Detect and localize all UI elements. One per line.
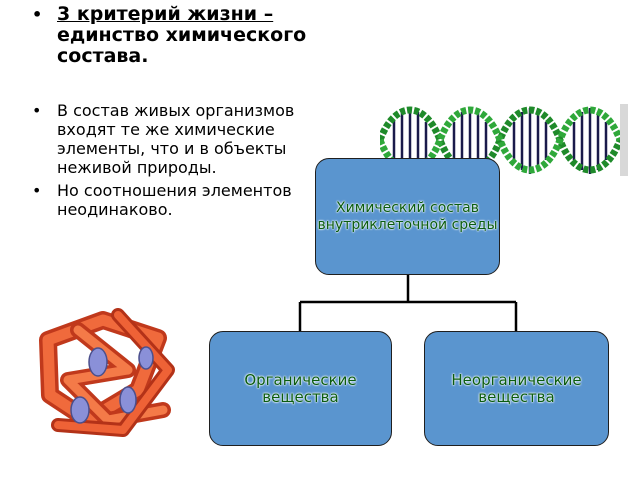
organic-substances-label: Органические вещества bbox=[244, 370, 357, 406]
text-column: • 3 критерий жизни – единство химическог… bbox=[0, 4, 320, 223]
heading-underlined: 3 критерий жизни – bbox=[57, 3, 274, 25]
inorganic-substances-box: Неорганические вещества bbox=[424, 331, 609, 446]
bullet-item: • В состав живых организмов входят те же… bbox=[0, 101, 320, 177]
protein-structure-image bbox=[39, 308, 175, 437]
inorganic-substances-label: Неорганические вещества bbox=[451, 370, 582, 406]
criterion-heading: • 3 критерий жизни – единство химическог… bbox=[0, 4, 320, 67]
organic-substances-box: Органические вещества bbox=[209, 331, 392, 446]
protein-ribbons bbox=[39, 308, 175, 437]
bullet-marker: • bbox=[32, 101, 42, 120]
chemical-composition-label: Химический состав внутриклеточной среды bbox=[317, 199, 498, 233]
dna-image-edge bbox=[620, 104, 628, 176]
bullet-marker: • bbox=[32, 181, 42, 200]
protein-discs bbox=[70, 346, 154, 424]
chemical-composition-box: Химический состав внутриклеточной среды bbox=[315, 158, 500, 275]
bullet-text: В состав живых организмов входят те же х… bbox=[57, 101, 295, 177]
bullet-marker: • bbox=[32, 5, 43, 24]
bullet-item: • Но соотношения элементов неодинаково. bbox=[0, 181, 320, 219]
heading-rest: единство химического состава. bbox=[57, 24, 307, 67]
bullet-text: Но соотношения элементов неодинаково. bbox=[57, 181, 292, 219]
bullet-list: • 3 критерий жизни – единство химическог… bbox=[0, 4, 320, 220]
